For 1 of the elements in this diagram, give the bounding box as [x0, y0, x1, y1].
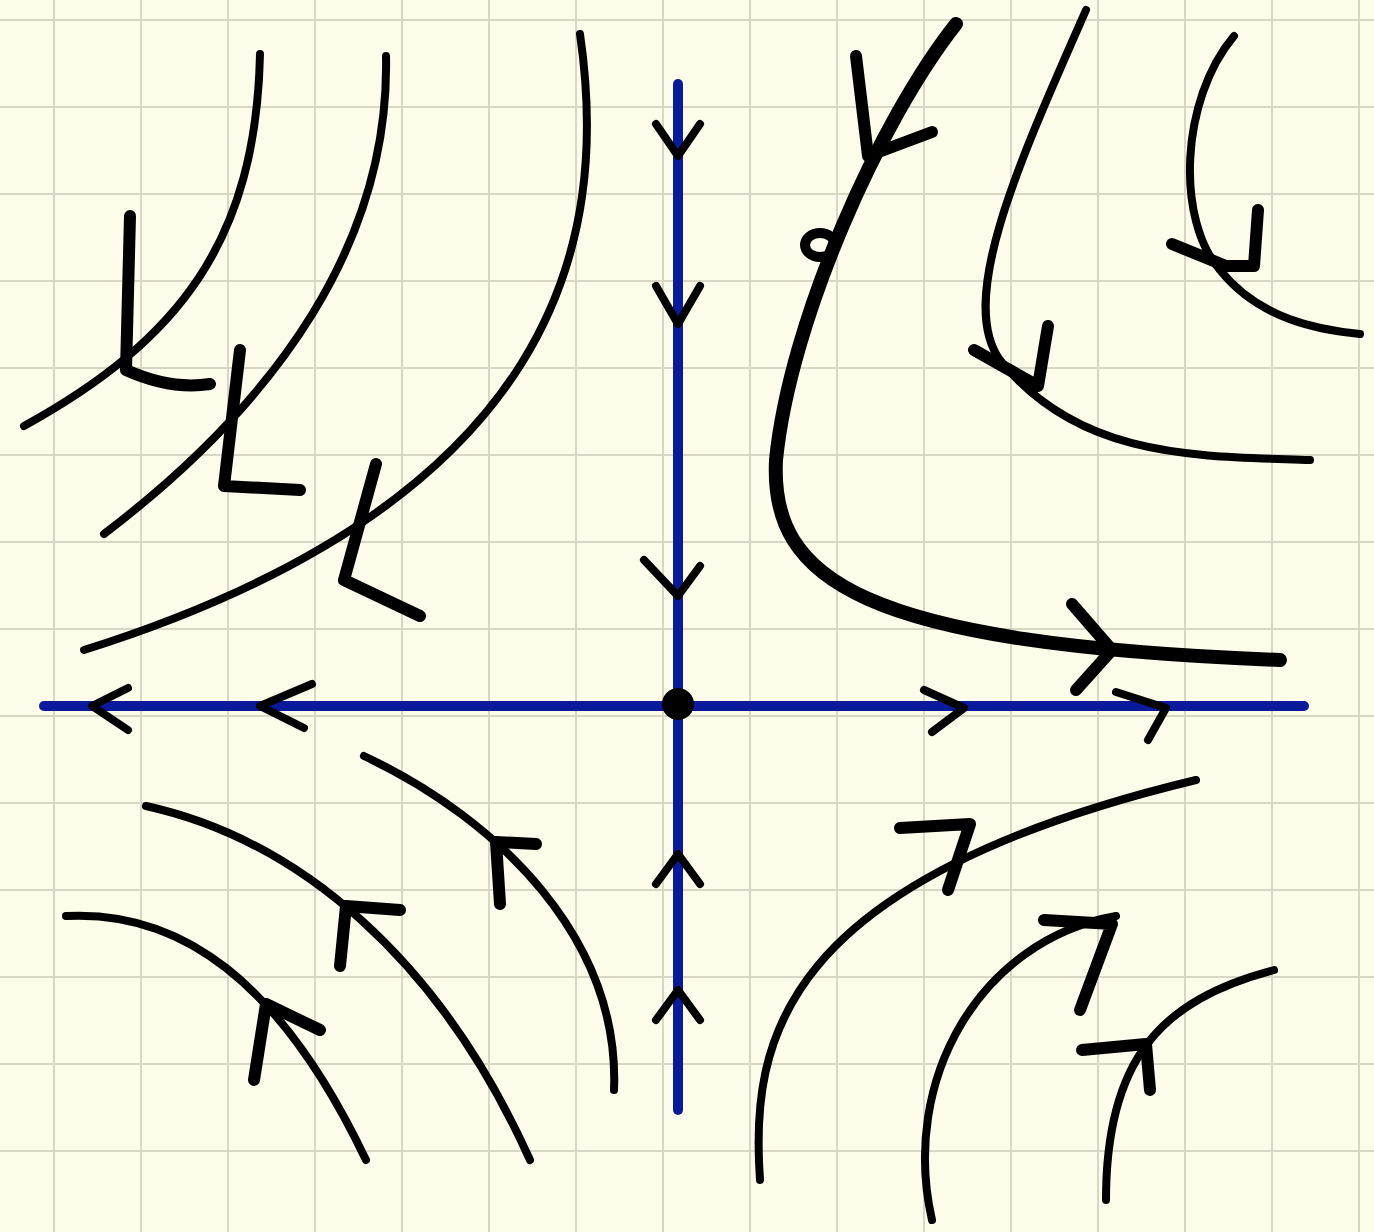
equilibrium-point	[662, 688, 694, 720]
